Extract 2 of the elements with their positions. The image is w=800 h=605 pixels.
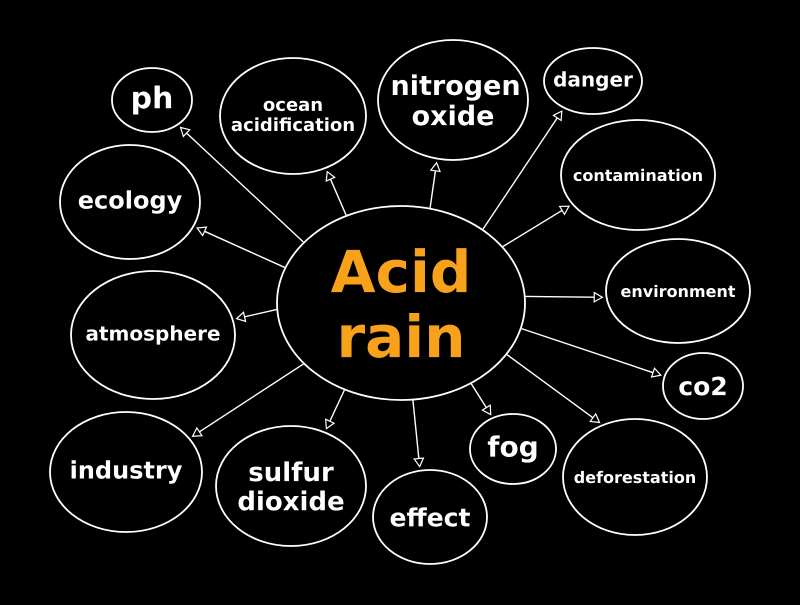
arrow <box>180 126 304 242</box>
arrow <box>192 363 304 437</box>
